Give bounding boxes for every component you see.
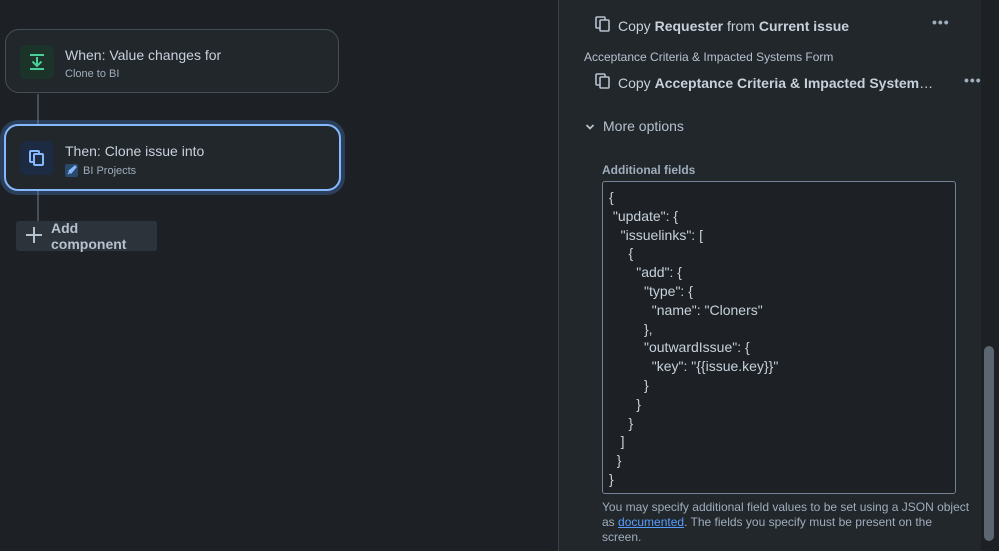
action-node[interactable]: Then: Clone issue into BI Projects <box>4 124 341 191</box>
json-line: { <box>609 189 614 205</box>
json-line: "key": "{{issue.key}}" <box>609 358 779 375</box>
json-line: ] <box>609 433 625 450</box>
json-line: } <box>609 376 649 393</box>
trigger-subtitle: Clone to BI <box>65 68 119 80</box>
json-line: } <box>609 470 614 487</box>
additional-fields-label: Additional fields <box>602 163 696 177</box>
copy-requester-text: Copy Requester from Current issue <box>618 18 849 34</box>
json-line: }, <box>609 320 653 337</box>
json-line: } <box>609 414 634 431</box>
trigger-node[interactable]: When: Value changes for Clone to BI <box>5 29 339 93</box>
json-line: } <box>609 395 641 412</box>
action-subtitle: BI Projects <box>65 164 136 177</box>
section-label: Acceptance Criteria & Impacted Systems F… <box>584 50 834 64</box>
copy-middle: from <box>726 18 755 34</box>
more-icon[interactable]: ••• <box>932 14 950 30</box>
copy-prefix: Copy <box>618 75 651 91</box>
action-subtitle-text: BI Projects <box>83 164 137 177</box>
config-panel: Copy Requester from Current issue ••• Ac… <box>558 0 981 551</box>
rocket-icon <box>65 164 78 177</box>
chevron-down-icon <box>585 118 595 134</box>
copy-icon <box>595 73 611 93</box>
copy-acceptance-row[interactable]: Copy Acceptance Criteria & Impacted Syst… <box>595 73 961 93</box>
more-options-label: More options <box>603 118 684 134</box>
trigger-title: When: Value changes for <box>65 47 222 63</box>
copy-field: Acceptance Criteria & Impacted Systems F… <box>654 75 938 91</box>
json-line: "name": "Cloners" <box>609 301 763 318</box>
connector-line <box>37 190 39 222</box>
help-text: You may specify additional field values … <box>602 500 972 545</box>
json-line: "outwardIssue": { <box>609 339 750 356</box>
more-options-toggle[interactable]: More options <box>585 118 684 134</box>
json-line: "update": { <box>609 207 679 224</box>
plus-icon <box>25 226 43 247</box>
trigger-subtitle-text: Clone to BI <box>65 68 120 80</box>
copy-acceptance-text: Copy Acceptance Criteria & Impacted Syst… <box>618 75 938 91</box>
help-suffix: . The fields you specify must be present… <box>602 515 932 544</box>
connector-line <box>37 94 39 124</box>
json-line: { <box>609 245 634 262</box>
json-line: "issuelinks": [ <box>609 226 703 243</box>
rule-canvas: When: Value changes for Clone to BI Then… <box>4 29 341 252</box>
action-title: Then: Clone issue into <box>65 143 205 159</box>
json-line: "add": { <box>609 264 682 281</box>
copy-field: Requester <box>654 18 724 34</box>
copy-icon <box>20 141 54 175</box>
add-component-button[interactable]: Add component <box>16 220 157 252</box>
json-line: "type": { <box>609 282 693 299</box>
scrollbar-thumb[interactable] <box>984 346 994 541</box>
copy-prefix: Copy <box>618 18 651 34</box>
copy-icon <box>595 16 611 36</box>
download-arrow-icon <box>20 45 54 79</box>
documented-link[interactable]: documented <box>618 515 685 529</box>
copy-requester-row[interactable]: Copy Requester from Current issue <box>595 16 961 36</box>
add-component-label: Add component <box>51 220 127 252</box>
additional-fields-textarea[interactable]: { "update": { "issuelinks": [ { "add": {… <box>602 181 956 494</box>
json-line: } <box>609 452 622 469</box>
help-prefix: You may specify additional field values … <box>602 500 970 529</box>
copy-source: Current issue <box>758 18 850 34</box>
more-icon[interactable]: ••• <box>964 72 982 88</box>
scrollbar[interactable] <box>981 0 999 551</box>
